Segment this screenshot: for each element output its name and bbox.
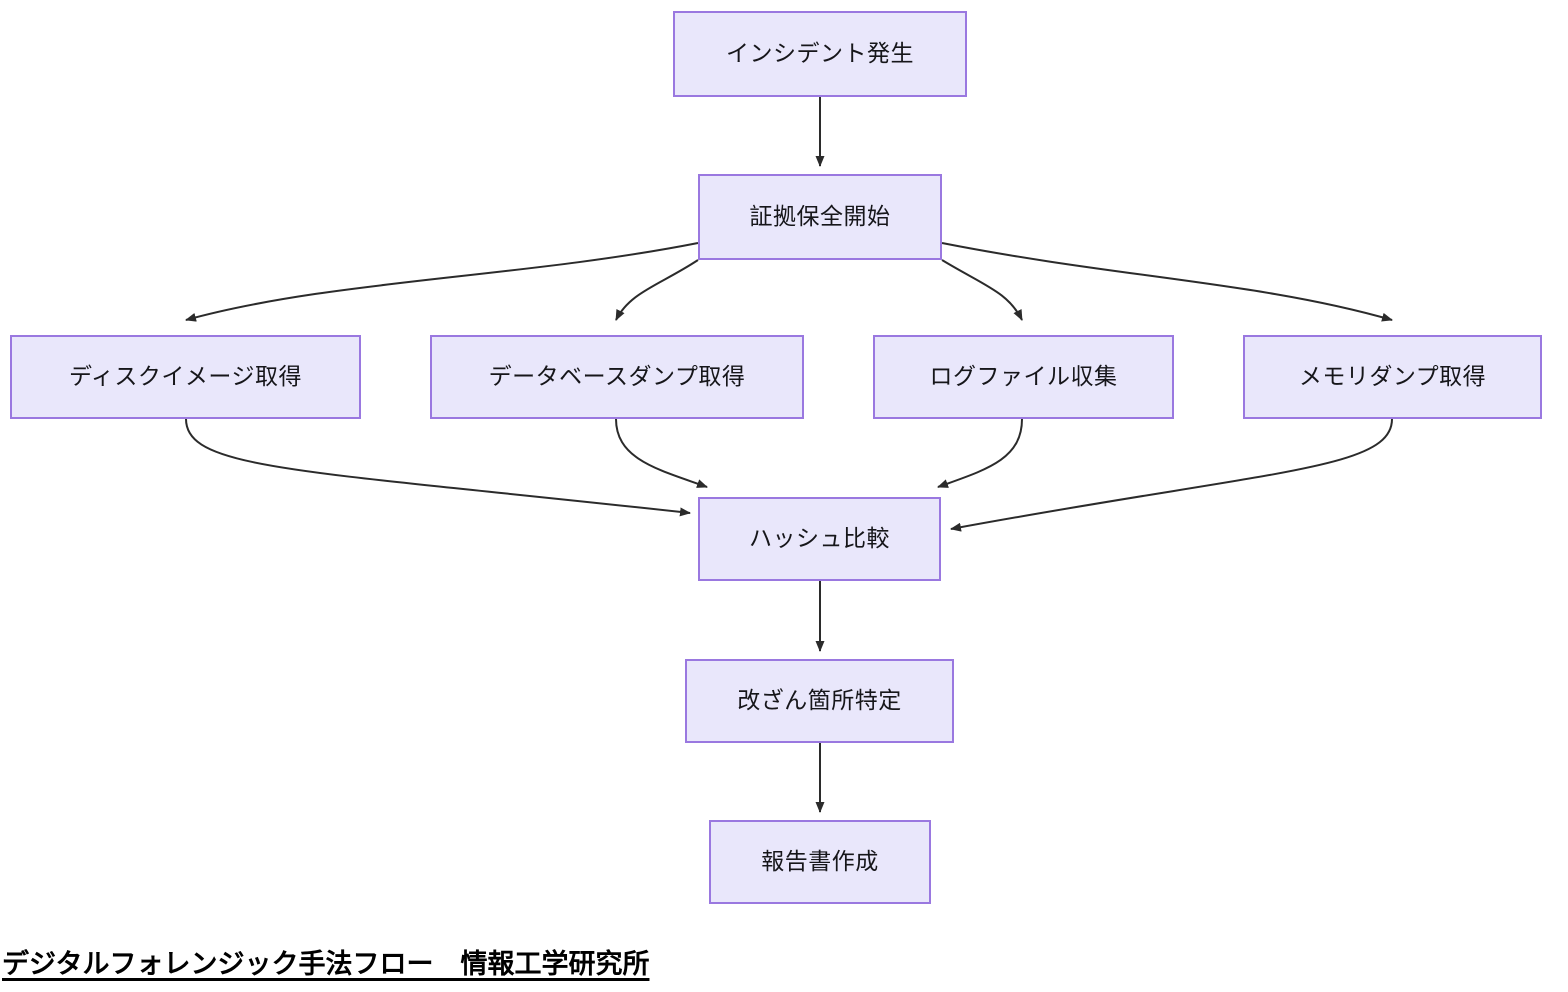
edge-preserve-to-dbdump (615, 259, 699, 321)
node-hash-compare[interactable]: ハッシュ比較 (698, 497, 941, 581)
node-label: 証拠保全開始 (749, 203, 891, 230)
edge-memory-to-hash (950, 418, 1393, 532)
node-disk-image[interactable]: ディスクイメージ取得 (10, 335, 361, 419)
edge-preserve-to-logs (941, 259, 1023, 321)
edge-preserve-to-disk (185, 242, 699, 322)
edge-logs-to-hash (937, 418, 1023, 488)
node-label: ログファイル収集 (929, 363, 1118, 390)
node-label: 報告書作成 (761, 848, 879, 875)
node-database-dump[interactable]: データベースダンプ取得 (430, 335, 804, 419)
node-label: 改ざん箇所特定 (737, 687, 902, 714)
node-label: データベースダンプ取得 (488, 363, 746, 390)
diagram-caption: デジタルフォレンジック手法フロー 情報工学研究所 (2, 949, 650, 979)
node-label: メモリダンプ取得 (1298, 363, 1487, 390)
edge-dbdump-to-hash (615, 418, 708, 488)
node-label: ハッシュ比較 (749, 525, 890, 552)
node-label: ディスクイメージ取得 (69, 363, 302, 390)
node-report[interactable]: 報告書作成 (709, 820, 931, 904)
node-tamper-identify[interactable]: 改ざん箇所特定 (685, 659, 954, 743)
node-memory-dump[interactable]: メモリダンプ取得 (1243, 335, 1542, 419)
node-log-collection[interactable]: ログファイル収集 (873, 335, 1174, 419)
node-preserve[interactable]: 証拠保全開始 (698, 174, 942, 260)
node-incident[interactable]: インシデント発生 (673, 11, 967, 97)
node-label: インシデント発生 (726, 40, 914, 67)
edge-disk-to-hash (185, 418, 691, 517)
edge-preserve-to-memory (941, 242, 1393, 322)
